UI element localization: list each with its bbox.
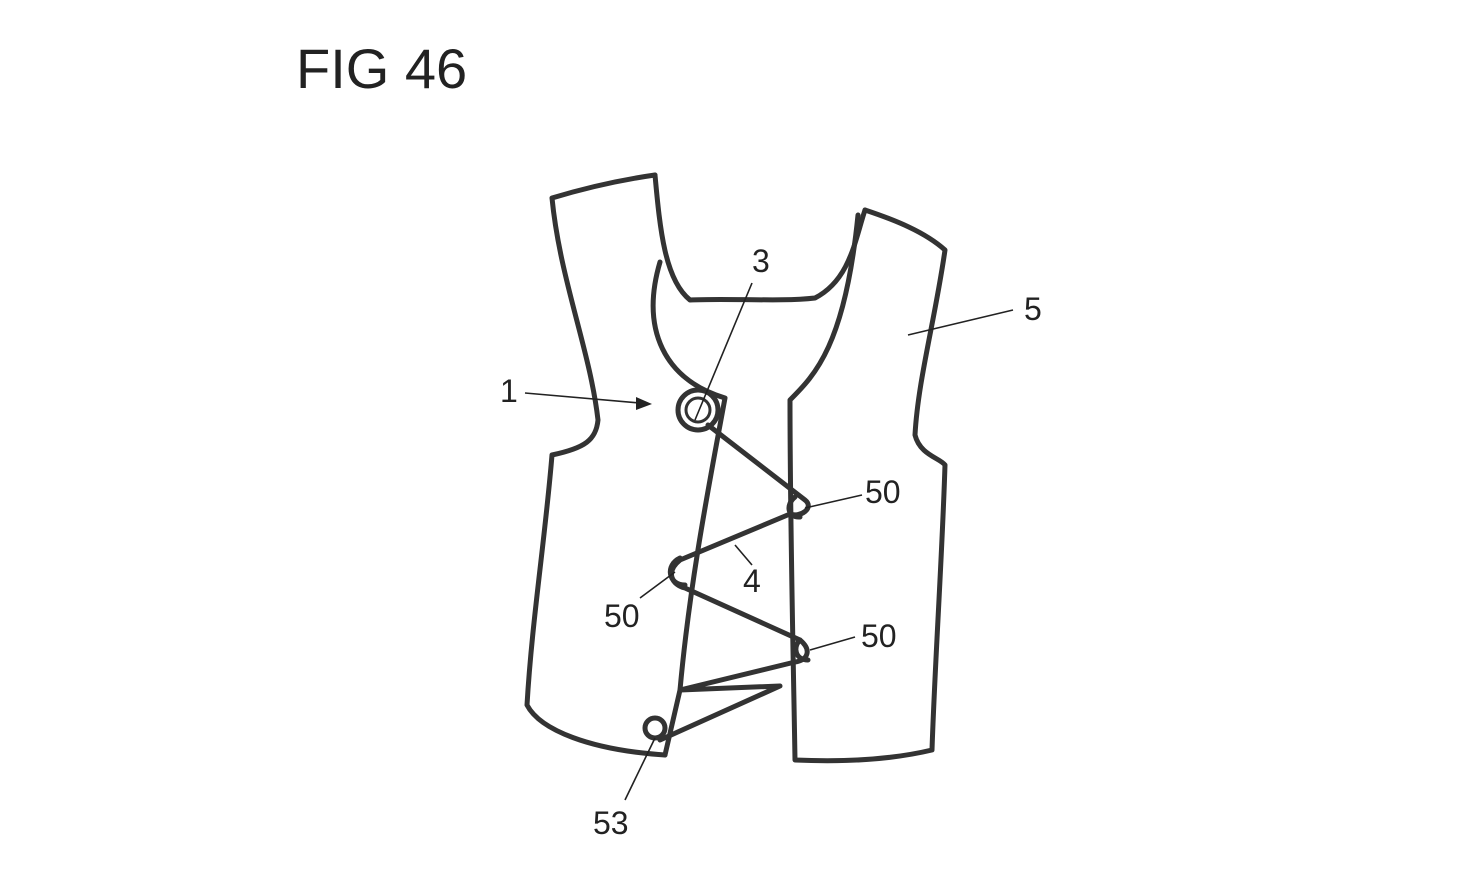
leader-1 [524, 392, 641, 404]
leader-53 [624, 737, 656, 801]
label-1: 1 [500, 373, 518, 409]
arrow-head-icon [636, 397, 652, 410]
leader-50b [639, 571, 676, 599]
label-50-left: 50 [604, 598, 640, 634]
leader-4 [734, 544, 753, 566]
right-panel-outline [787, 207, 948, 764]
leader-50a [804, 494, 863, 509]
anchor-eyelet [642, 715, 668, 741]
label-4: 4 [743, 563, 761, 599]
eyelet-top-right [786, 494, 803, 520]
eyelet-bottom-right [793, 637, 811, 663]
ring-inner [684, 396, 712, 424]
neckline [652, 172, 868, 303]
label-50-top-right: 50 [865, 474, 901, 510]
leader-50c [809, 636, 856, 651]
left-panel-outline [524, 172, 668, 758]
label-3: 3 [752, 243, 770, 279]
figure-title: FIG 46 [296, 37, 468, 100]
eyelet-left [668, 555, 688, 588]
ring-outer [675, 387, 721, 433]
leader-3 [694, 282, 753, 421]
leader-5 [907, 309, 1014, 336]
label-5: 5 [1024, 291, 1042, 327]
label-53: 53 [593, 805, 629, 841]
left-front-edge [650, 259, 728, 758]
label-50-bottom-right: 50 [861, 618, 897, 654]
